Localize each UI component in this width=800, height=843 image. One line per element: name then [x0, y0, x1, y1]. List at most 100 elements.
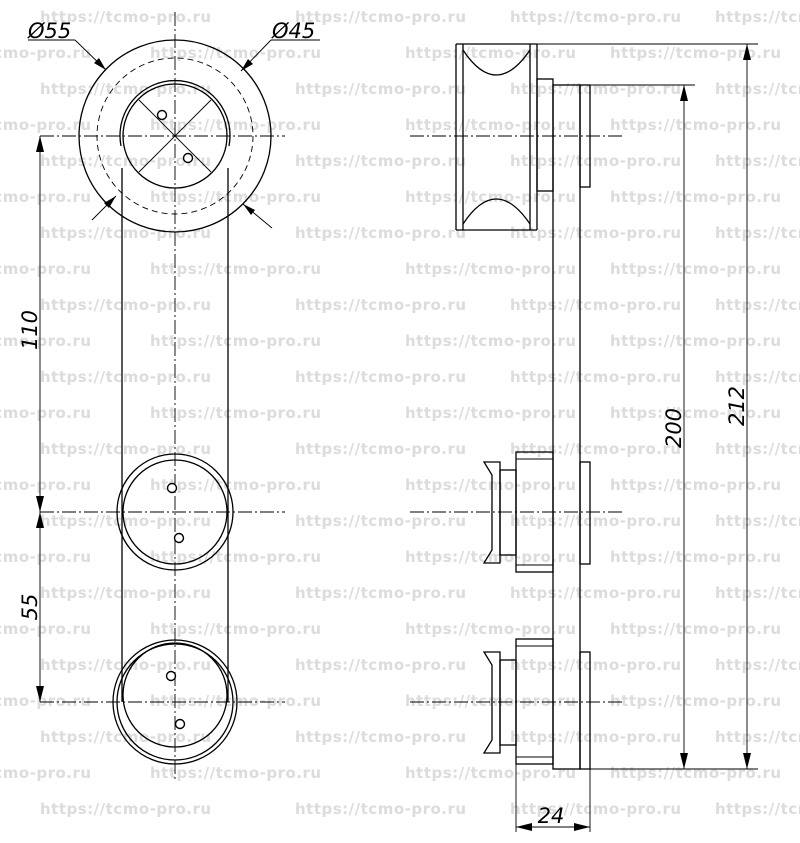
watermark-text: https://tcmo-pro.ru: [40, 8, 212, 26]
watermark-text: https://tcmo-pro.ru: [40, 80, 212, 98]
middle-roller-outer-circle: [116, 453, 234, 571]
dimension-arrow: [36, 496, 44, 512]
watermark-text: https://tcmo-pro.ru: [610, 476, 782, 494]
watermark-text: https://tcmo-pro.ru: [0, 116, 92, 134]
watermark-text: https://tcmo-pro.ru: [405, 188, 577, 206]
watermark-text: https://tcmo-pro.ru: [150, 44, 322, 62]
watermark-text: https://tcmo-pro.ru: [405, 476, 577, 494]
watermark-text: https://tcmo-pro.ru: [150, 188, 322, 206]
watermark-text: https://tcmo-pro.ru: [150, 332, 322, 350]
top-roller-outer-circle: [78, 39, 272, 233]
watermark-text: https://tcmo-pro.ru: [405, 620, 577, 638]
bottom-roller-flange: [482, 651, 501, 754]
watermark-text: https://tcmo-pro.ru: [715, 728, 800, 746]
bottom-roller-outer-circle: [112, 639, 238, 765]
watermark-text: https://tcmo-pro.ru: [0, 44, 92, 62]
watermark-text: https://tcmo-pro.ru: [510, 152, 682, 170]
watermark-text: https://tcmo-pro.ru: [295, 80, 467, 98]
watermark-text: https://tcmo-pro.ru: [405, 332, 577, 350]
watermark-text: https://tcmo-pro.ru: [0, 692, 92, 710]
top-wheel-groove-top: [462, 49, 531, 76]
side-view: 200 212 24: [410, 43, 758, 832]
watermark-text: https://tcmo-pro.ru: [295, 8, 467, 26]
dimension-212-label: 212: [725, 386, 749, 426]
top-roller-rim-arc: [119, 79, 231, 147]
watermark-text: https://tcmo-pro.ru: [510, 440, 682, 458]
watermark-text: https://tcmo-pro.ru: [715, 152, 800, 170]
watermark-text: https://tcmo-pro.ru: [150, 476, 322, 494]
middle-roller-flange: [482, 461, 501, 564]
watermark-text: https://tcmo-pro.ru: [295, 800, 467, 818]
watermark-text: https://tcmo-pro.ru: [0, 548, 92, 566]
watermark-text: https://tcmo-pro.ru: [295, 152, 467, 170]
watermark-text: https://tcmo-pro.ru: [150, 620, 322, 638]
watermark-text: https://tcmo-pro.ru: [295, 584, 467, 602]
watermark-text: https://tcmo-pro.ru: [405, 548, 577, 566]
dimension-55-label: 55: [18, 594, 42, 621]
dimension-arrow: [36, 686, 44, 702]
watermark-text: https://tcmo-pro.ru: [40, 368, 212, 386]
watermark-text: https://tcmo-pro.ru: [510, 656, 682, 674]
dimension-24-label: 24: [538, 804, 565, 828]
watermark-text: https://tcmo-pro.ru: [610, 692, 782, 710]
bottom-roller-screw-hole: [174, 718, 186, 730]
watermark-text: https://tcmo-pro.ru: [715, 224, 800, 242]
watermark-text: https://tcmo-pro.ru: [40, 224, 212, 242]
dimension-arrow: [36, 136, 44, 152]
watermark-text: https://tcmo-pro.ru: [0, 404, 92, 422]
dimension-arrow: [243, 204, 255, 215]
watermark-text: https://tcmo-pro.ru: [295, 368, 467, 386]
dimension-arrow: [680, 85, 688, 101]
watermark-text: https://tcmo-pro.ru: [40, 800, 212, 818]
dimension-arrow: [516, 823, 532, 831]
top-wheel-groove-bottom: [462, 198, 531, 225]
watermark-text: https://tcmo-pro.ru: [0, 476, 92, 494]
watermark-text: https://tcmo-pro.ru: [150, 764, 322, 782]
middle-roller-screw-hole: [173, 532, 185, 544]
side-plate: [552, 84, 581, 770]
top-roller-cross-line: [138, 99, 212, 173]
watermark-text: https://tcmo-pro.ru: [40, 296, 212, 314]
dimension-arrow: [104, 196, 116, 208]
watermark-text: https://tcmo-pro.ru: [610, 548, 782, 566]
bottom-roller-hub: [515, 638, 554, 765]
watermark-text: https://tcmo-pro.ru: [40, 152, 212, 170]
top-roller-inner-circle: [122, 83, 228, 189]
watermark-text: https://tcmo-pro.ru: [715, 512, 800, 530]
watermark-text: https://tcmo-pro.ru: [150, 404, 322, 422]
watermark-text: https://tcmo-pro.ru: [40, 512, 212, 530]
middle-roller-hub: [515, 451, 554, 573]
watermark-text: https://tcmo-pro.ru: [0, 620, 92, 638]
watermark-text: https://tcmo-pro.ru: [405, 116, 577, 134]
watermark-text: https://tcmo-pro.ru: [405, 260, 577, 278]
dimension-200-label: 200: [662, 408, 686, 448]
watermark-text: https://tcmo-pro.ru: [295, 224, 467, 242]
watermark-text: https://tcmo-pro.ru: [150, 692, 322, 710]
watermark-text: https://tcmo-pro.ru: [40, 584, 212, 602]
watermark-text: https://tcmo-pro.ru: [715, 368, 800, 386]
watermark-text: https://tcmo-pro.ru: [715, 800, 800, 818]
watermark-text: https://tcmo-pro.ru: [150, 548, 322, 566]
watermark-text: https://tcmo-pro.ru: [295, 728, 467, 746]
front-view: 110 55 Ø55 Ø45: [18, 12, 320, 780]
watermark-text: https://tcmo-pro.ru: [510, 800, 682, 818]
watermark-text: https://tcmo-pro.ru: [0, 764, 92, 782]
watermark-text: https://tcmo-pro.ru: [405, 764, 577, 782]
watermark-text: https://tcmo-pro.ru: [295, 656, 467, 674]
bottom-bracket: [579, 651, 591, 770]
watermark-text: https://tcmo-pro.ru: [510, 512, 682, 530]
top-roller-hidden-circle: [96, 57, 254, 215]
watermark-text: https://tcmo-pro.ru: [0, 260, 92, 278]
dimension-110-label: 110: [18, 310, 42, 350]
watermark-text: https://tcmo-pro.ru: [715, 440, 800, 458]
outer-diameter-label: Ø55: [27, 19, 71, 43]
dimension-arrow: [94, 58, 106, 70]
watermark-text: https://tcmo-pro.ru: [715, 656, 800, 674]
watermark-text: https://tcmo-pro.ru: [715, 296, 800, 314]
watermark-text: https://tcmo-pro.ru: [610, 620, 782, 638]
dimension-arrow: [36, 512, 44, 528]
watermark-text: https://tcmo-pro.ru: [610, 116, 782, 134]
dimension-arrow: [241, 59, 253, 71]
middle-roller-inner-circle: [122, 459, 228, 565]
